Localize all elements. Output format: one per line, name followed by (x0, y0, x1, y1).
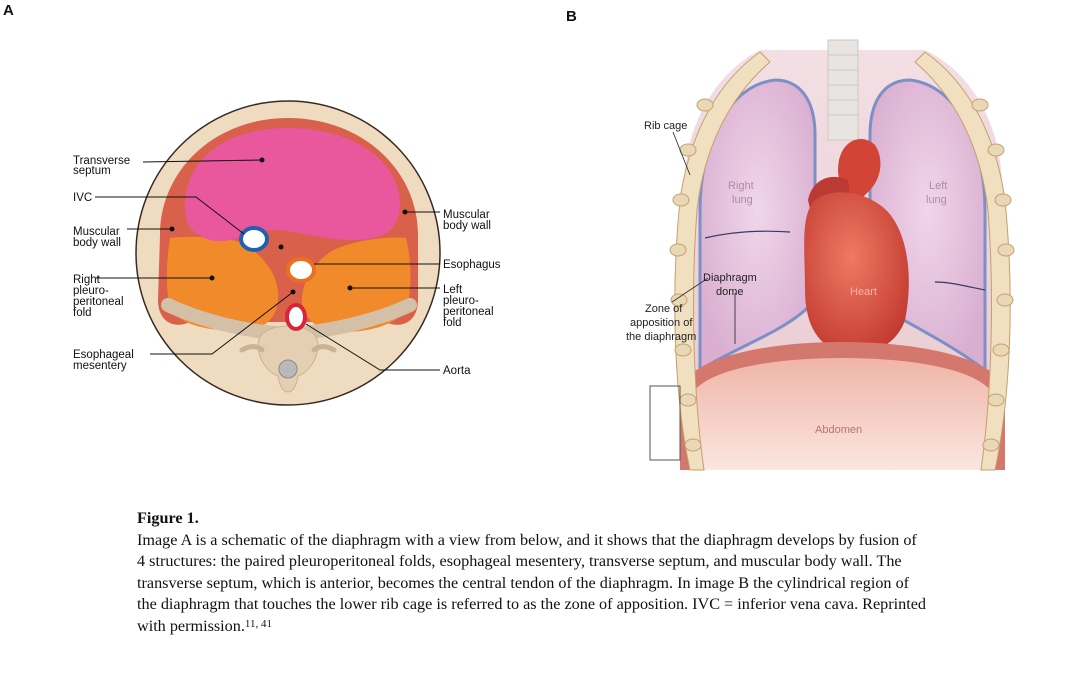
label-esophageal-mesentery-line2: mesentery (73, 360, 127, 372)
label-esophagus: Esophagus (443, 259, 501, 271)
label-heart: Heart (850, 286, 877, 298)
label-left-lung-line2: lung (926, 194, 947, 206)
label-esophageal-mesentery-line1: Esophageal (73, 349, 134, 361)
label-right-fold-line2: pleuro- (73, 285, 109, 297)
label-transverse-septum-line2: septum (73, 165, 111, 177)
left-lung-fissure (934, 281, 986, 291)
panel-a-leaders (95, 157, 440, 371)
transverse-septum (184, 128, 400, 242)
panel-b-letter: B (566, 8, 577, 25)
label-left-fold-line3: peritoneal (443, 306, 494, 318)
heart (804, 192, 909, 355)
label-transverse-septum-line1: Transverse (73, 155, 130, 167)
figure-caption: Figure 1. Image A is a schematic of the … (137, 508, 927, 637)
rib-cage (669, 51, 1015, 471)
trachea (827, 39, 859, 141)
label-right-fold-line4: fold (73, 307, 92, 319)
label-right-lung-line2: lung (732, 194, 753, 206)
label-rib-cage: Rib cage (644, 120, 687, 132)
label-right-lung: Right lung (728, 180, 757, 206)
label-diaphragm-dome: Diaphragm dome (703, 272, 760, 298)
great-vessels (838, 138, 881, 200)
label-right-pleuroperitoneal-fold: Right pleuro- peritoneal fold (73, 274, 127, 319)
aorta-vessel (285, 303, 307, 331)
label-ivc: IVC (73, 192, 92, 204)
right-lung-fissure (704, 230, 791, 239)
label-aorta: Aorta (443, 365, 471, 377)
right-pleuroperitoneal-fold (166, 236, 279, 331)
label-right-fold-line3: peritoneal (73, 296, 124, 308)
vertebra-wings (239, 344, 337, 353)
label-muscular-body-wall-left-line1: Muscular (73, 226, 120, 238)
label-zone-of-apposition: Zone of apposition of the diaphragm (626, 303, 696, 343)
label-muscular-body-wall-right: Muscular body wall (443, 209, 493, 232)
label-esophageal-mesentery: Esophageal mesentery (73, 349, 137, 372)
panel-b-leaders (671, 131, 736, 344)
label-diaphragm-dome-line2: dome (716, 286, 744, 298)
caption-refs: 11, 41 (244, 617, 273, 630)
spinal-canal (278, 359, 298, 379)
label-left-pleuroperitoneal-fold: Left pleuro- peritoneal fold (443, 284, 497, 329)
label-muscular-body-wall-left-line2: body wall (73, 237, 121, 249)
panel-a-letter: A (3, 2, 14, 19)
label-zone-line3: the diaphragm (626, 331, 696, 343)
esophagus-vessel (286, 257, 316, 283)
label-right-lung-line1: Right (728, 180, 754, 192)
caption-title: Figure 1. (137, 509, 199, 527)
label-zone-line1: Zone of (645, 303, 683, 315)
figure-canvas: Transverse septum IVC Muscular body wall… (73, 39, 1015, 471)
abdomen (690, 358, 995, 470)
label-muscular-body-wall-left: Muscular body wall (73, 226, 123, 249)
caption-body: Image A is a schematic of the diaphragm … (137, 530, 926, 635)
label-left-fold-line1: Left (443, 284, 463, 296)
panel-b-diagram: Rib cage Right lung Left lung Diaphragm … (626, 39, 1015, 471)
label-diaphragm-dome-line1: Diaphragm (703, 272, 757, 284)
label-muscular-body-wall-right-line2: body wall (443, 220, 491, 232)
label-transverse-septum: Transverse septum (73, 155, 133, 177)
label-right-fold-line1: Right (73, 274, 101, 286)
panel-a-diagram: Transverse septum IVC Muscular body wall… (73, 100, 501, 406)
label-left-lung: Left lung (926, 180, 950, 206)
label-left-fold-line4: fold (443, 317, 462, 329)
label-zone-line2: apposition of (630, 317, 693, 329)
zone-of-apposition-box (649, 385, 681, 461)
label-muscular-body-wall-right-line1: Muscular (443, 209, 490, 221)
label-left-fold-line2: pleuro- (443, 295, 479, 307)
label-left-lung-line1: Left (929, 180, 947, 192)
label-abdomen: Abdomen (815, 424, 862, 436)
ivc-vessel (239, 226, 269, 252)
